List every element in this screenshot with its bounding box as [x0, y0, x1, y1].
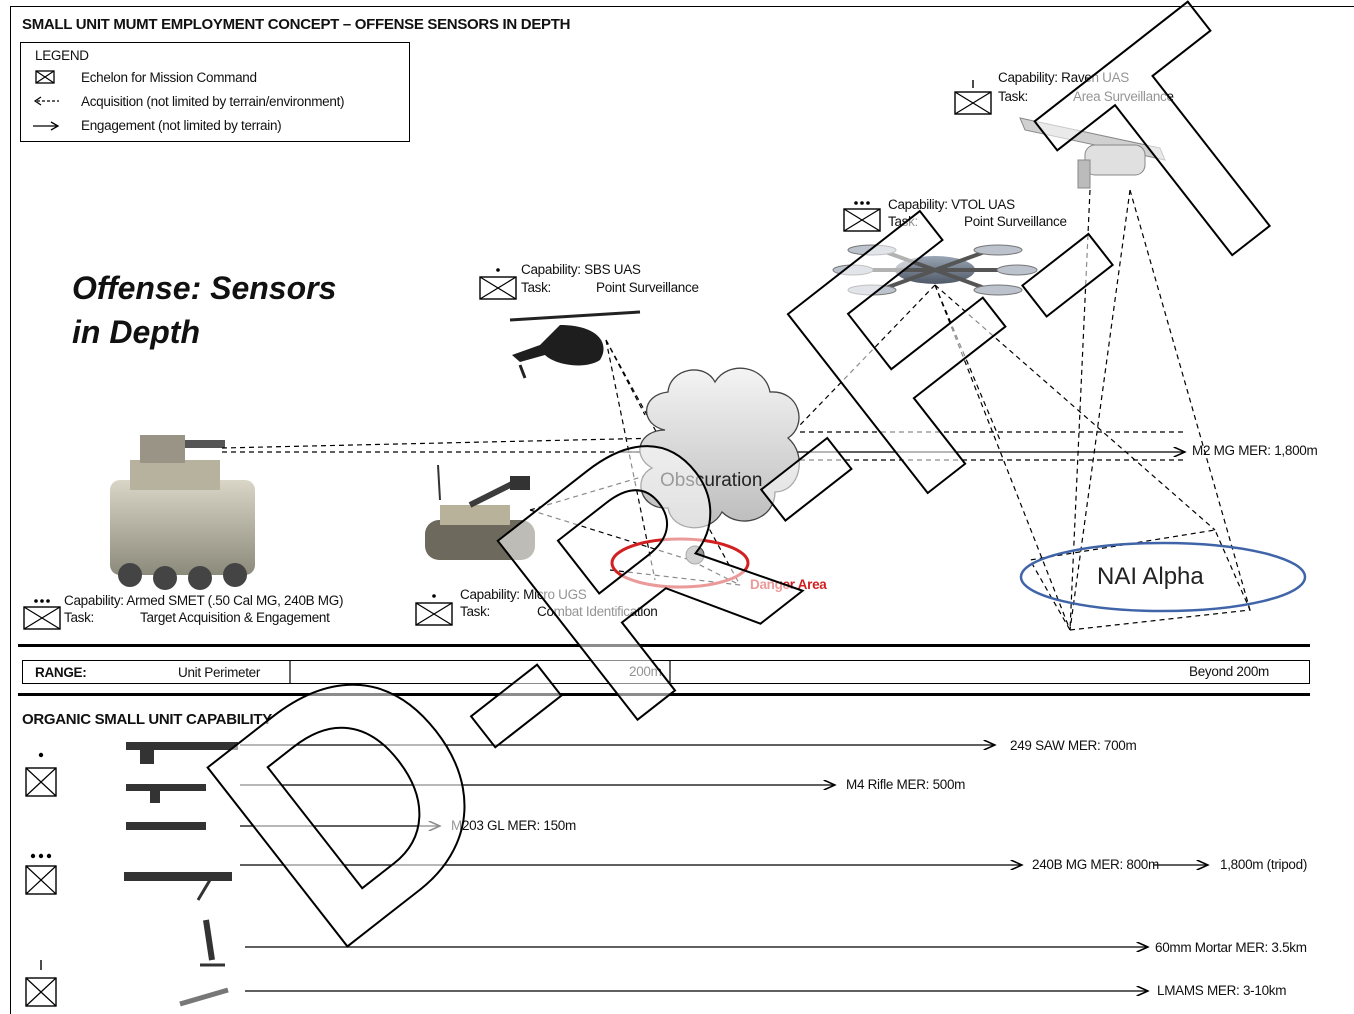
m4-grip-icon — [150, 791, 160, 803]
saw-grip-icon — [140, 750, 154, 764]
divider-top — [18, 644, 1310, 647]
divider-bottom — [18, 693, 1310, 696]
vtol-uas-icon — [833, 245, 1037, 295]
saw-icon — [126, 742, 238, 750]
obscuration-cloud-icon — [640, 368, 799, 564]
ugs-capability: Capability: Micro UGS — [460, 587, 587, 602]
nai-alpha-label: NAI Alpha — [1097, 563, 1204, 591]
sbs-task-label: Task: — [521, 280, 551, 295]
vtol-capability: Capability: VTOL UAS — [888, 197, 1015, 212]
lmams-icon — [180, 990, 228, 1004]
mortar-icon — [206, 920, 212, 960]
m240b-range-label: 240B MG MER: 800m — [1032, 857, 1159, 872]
range-200m: 200m — [629, 664, 662, 679]
range-beyond: Beyond 200m — [1189, 664, 1269, 679]
saw-range-label: 249 SAW MER: 700m — [1010, 738, 1136, 753]
organic-heading: ORGANIC SMALL UNIT CAPABILITY — [22, 711, 272, 728]
armed-smet-icon — [110, 435, 255, 590]
smet-task: Target Acquisition & Engagement — [140, 610, 330, 625]
raven-task-label: Task: — [998, 89, 1028, 104]
smet-task-label: Task: — [64, 610, 94, 625]
danger-area-label: Danger Area — [750, 577, 826, 592]
range-bar: RANGE: Unit Perimeter 200m Beyond 200m — [22, 660, 1310, 684]
m2-range-label: M2 MG MER: 1,800m — [1192, 443, 1317, 458]
raven-uas-icon — [1020, 118, 1165, 188]
smet-capability: Capability: Armed SMET (.50 Cal MG, 240B… — [64, 593, 343, 608]
team-echelon-icon — [26, 753, 56, 796]
ugs-task: Combat Identification — [537, 604, 658, 619]
sbs-task: Point Surveillance — [596, 280, 699, 295]
ugs-task-label: Task: — [460, 604, 490, 619]
m240b-icon — [124, 872, 232, 881]
lmams-range-label: LMAMS MER: 3-10km — [1157, 983, 1286, 998]
sbs-capability: Capability: SBS UAS — [521, 262, 641, 277]
platoon-echelon-icon — [26, 854, 56, 894]
m240b-tripod-label: 1,800m (tripod) — [1220, 857, 1307, 872]
raven-task: Area Surveillance — [1073, 89, 1174, 104]
m4-icon — [126, 784, 206, 791]
company-echelon-icon — [26, 960, 56, 1006]
mortar-range-label: 60mm Mortar MER: 3.5km — [1155, 940, 1307, 955]
raven-echelon-icon — [955, 80, 991, 114]
sbs-echelon-icon — [480, 268, 516, 299]
weapon-pictures — [124, 742, 238, 1004]
ugs-echelon-icon — [416, 594, 452, 625]
range-label: RANGE: — [35, 665, 86, 680]
micro-ugs-icon — [425, 465, 535, 560]
m203-range-label: M203 GL MER: 150m — [451, 818, 576, 833]
smet-echelon-icon — [24, 599, 60, 629]
raven-capability: Capability: Raven UAS — [998, 70, 1129, 85]
m4-range-label: M4 Rifle MER: 500m — [846, 777, 965, 792]
vtol-task: Point Surveillance — [964, 214, 1067, 229]
vtol-echelon-icon — [844, 201, 880, 231]
vtol-task-label: Task: — [888, 214, 918, 229]
m203-icon — [126, 822, 206, 830]
obscuration-label: Obscuration — [660, 470, 762, 492]
range-unit-perimeter: Unit Perimeter — [178, 665, 260, 680]
